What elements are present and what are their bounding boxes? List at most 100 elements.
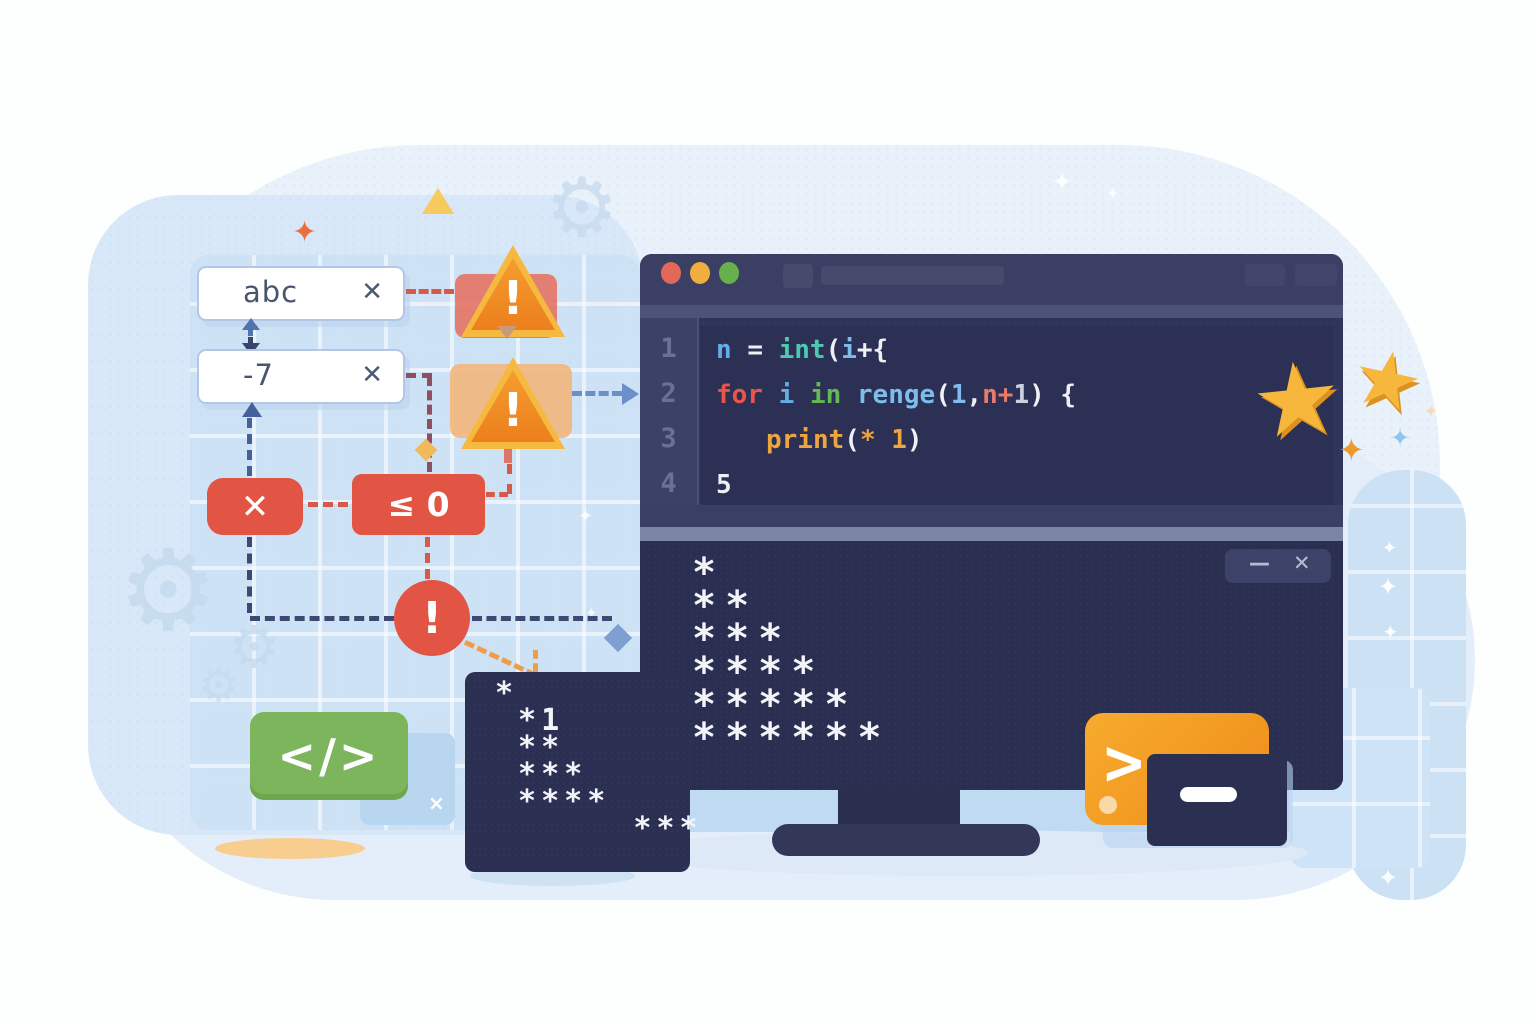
code-token: n bbox=[716, 335, 748, 365]
warning-triangle-icon: ! bbox=[461, 357, 565, 449]
number-input-value: -7 bbox=[243, 358, 274, 392]
editor-panel bbox=[700, 326, 1333, 505]
gear-icon: ⚙ bbox=[228, 613, 280, 681]
clear-icon[interactable]: ✕ bbox=[361, 360, 383, 390]
code-token: in bbox=[809, 380, 842, 410]
error-badge: ✕ bbox=[207, 478, 303, 535]
sparkle-icon: ✦ bbox=[1424, 402, 1439, 422]
maximize-traffic-light[interactable] bbox=[719, 262, 739, 284]
code-token: 1 bbox=[1013, 380, 1030, 410]
connector-dashed bbox=[247, 418, 252, 476]
code-token: ( bbox=[935, 380, 951, 410]
code-token bbox=[763, 380, 779, 410]
code-line: 5 bbox=[716, 463, 1076, 508]
connector-dashed bbox=[250, 616, 394, 621]
code-token: n+ bbox=[982, 380, 1014, 410]
minimize-button[interactable]: — bbox=[1249, 551, 1270, 575]
connector-dashed bbox=[507, 464, 512, 494]
code-token: i bbox=[841, 335, 857, 365]
gutter-divider bbox=[697, 318, 699, 506]
condition-box: ≤ 0 bbox=[352, 474, 485, 535]
code-token: 5 bbox=[716, 470, 732, 500]
number-input-box[interactable]: -7 ✕ bbox=[197, 349, 405, 404]
code-token: 1 bbox=[950, 380, 967, 410]
sparkle-icon: ✦ bbox=[1382, 620, 1399, 644]
sparkle-icon: ✦ bbox=[578, 506, 594, 527]
code-token: print bbox=[766, 425, 845, 455]
code-tag-badge: </> bbox=[250, 712, 408, 800]
terminal-cursor-icon bbox=[1180, 787, 1237, 802]
close-traffic-light[interactable] bbox=[661, 262, 681, 284]
clear-icon[interactable]: ✕ bbox=[361, 277, 383, 307]
code-token bbox=[841, 380, 857, 410]
mini-output-row: **** bbox=[495, 784, 611, 819]
line-number: 3 bbox=[660, 423, 677, 454]
close-button[interactable]: ✕ bbox=[1293, 551, 1311, 575]
flow-arrow-right-icon bbox=[622, 383, 639, 405]
sparkle-icon: ✦ bbox=[1378, 864, 1399, 892]
code-token: int bbox=[778, 335, 826, 365]
alert-circle: ! bbox=[394, 580, 470, 656]
panel-divider bbox=[640, 505, 1343, 528]
code-token: +{ bbox=[856, 335, 889, 365]
code-token: , bbox=[966, 380, 983, 410]
code-token bbox=[794, 380, 810, 410]
warning-triangle-icon: ! bbox=[461, 245, 565, 337]
code-area[interactable]: n = int(i+{for i in renge(1,n+1) {print(… bbox=[716, 328, 1076, 508]
titlebar-tab-shape bbox=[783, 264, 813, 288]
sparkle-icon: ✦ bbox=[1338, 431, 1365, 469]
titlebar-right-shape bbox=[1295, 264, 1337, 286]
connector-dashed bbox=[308, 502, 348, 507]
code-token: ( bbox=[825, 335, 842, 365]
gear-icon: ⚙ bbox=[118, 526, 219, 656]
connector-dashed bbox=[472, 616, 612, 621]
sparkle-icon: ✦ bbox=[1382, 538, 1398, 559]
line-number: 2 bbox=[660, 378, 677, 409]
output-row: ** bbox=[692, 583, 759, 629]
connector-dashed bbox=[533, 650, 538, 672]
console-output-text: ********************* bbox=[692, 553, 891, 761]
text-input-value: abc bbox=[243, 275, 299, 309]
output-row: *** bbox=[692, 616, 792, 662]
code-badge-shadow bbox=[215, 838, 365, 859]
warning-pointer-icon bbox=[497, 326, 517, 339]
code-line: for i in renge(1,n+1) { bbox=[716, 373, 1076, 418]
swap-arrow-up-icon bbox=[242, 318, 260, 330]
panel-divider-highlight[interactable] bbox=[640, 527, 1343, 541]
swap-arrow-stem bbox=[248, 330, 253, 336]
code-token: renge bbox=[856, 380, 936, 410]
connector-dashed bbox=[406, 373, 432, 378]
monitor-stand-base bbox=[772, 824, 1040, 856]
line-number: 4 bbox=[660, 468, 677, 499]
flow-arrow-up-icon bbox=[242, 402, 262, 417]
code-token: i bbox=[778, 380, 795, 410]
warning-exclamation: ! bbox=[502, 383, 524, 437]
sparkle-icon: ✦ bbox=[1390, 424, 1411, 452]
code-token: * 1 bbox=[859, 425, 907, 455]
output-row: ****** bbox=[692, 715, 891, 761]
flow-arrow-stem bbox=[504, 447, 512, 463]
code-line: print(* 1) bbox=[716, 418, 1076, 463]
terminal-prompt-icon: > bbox=[1104, 724, 1144, 801]
code-line: n = int(i+{ bbox=[716, 328, 1076, 373]
connector-dashed bbox=[572, 391, 622, 396]
mini-output-row: *** bbox=[495, 757, 588, 792]
titlebar-right-shape bbox=[1245, 264, 1285, 286]
toolbar-strip bbox=[640, 305, 1343, 318]
window-titlebar bbox=[640, 254, 1343, 305]
minimize-traffic-light[interactable] bbox=[690, 262, 710, 284]
connector-dashed bbox=[427, 376, 432, 472]
titlebar-bar-shape bbox=[821, 266, 1004, 285]
triangle-decor-icon bbox=[422, 188, 454, 214]
text-input-box[interactable]: abc ✕ bbox=[197, 266, 405, 321]
star-icon: ★ bbox=[1343, 329, 1431, 433]
swap-arrow-stem bbox=[248, 337, 253, 343]
code-token: for bbox=[716, 380, 763, 410]
background-blob-right bbox=[1348, 470, 1466, 900]
output-row: **** bbox=[692, 649, 825, 695]
mini-output-row: *1 bbox=[495, 703, 565, 738]
connector-dashed bbox=[425, 537, 430, 579]
gear-icon: ⚙ bbox=[545, 161, 619, 256]
code-token: ) { bbox=[1029, 380, 1077, 410]
